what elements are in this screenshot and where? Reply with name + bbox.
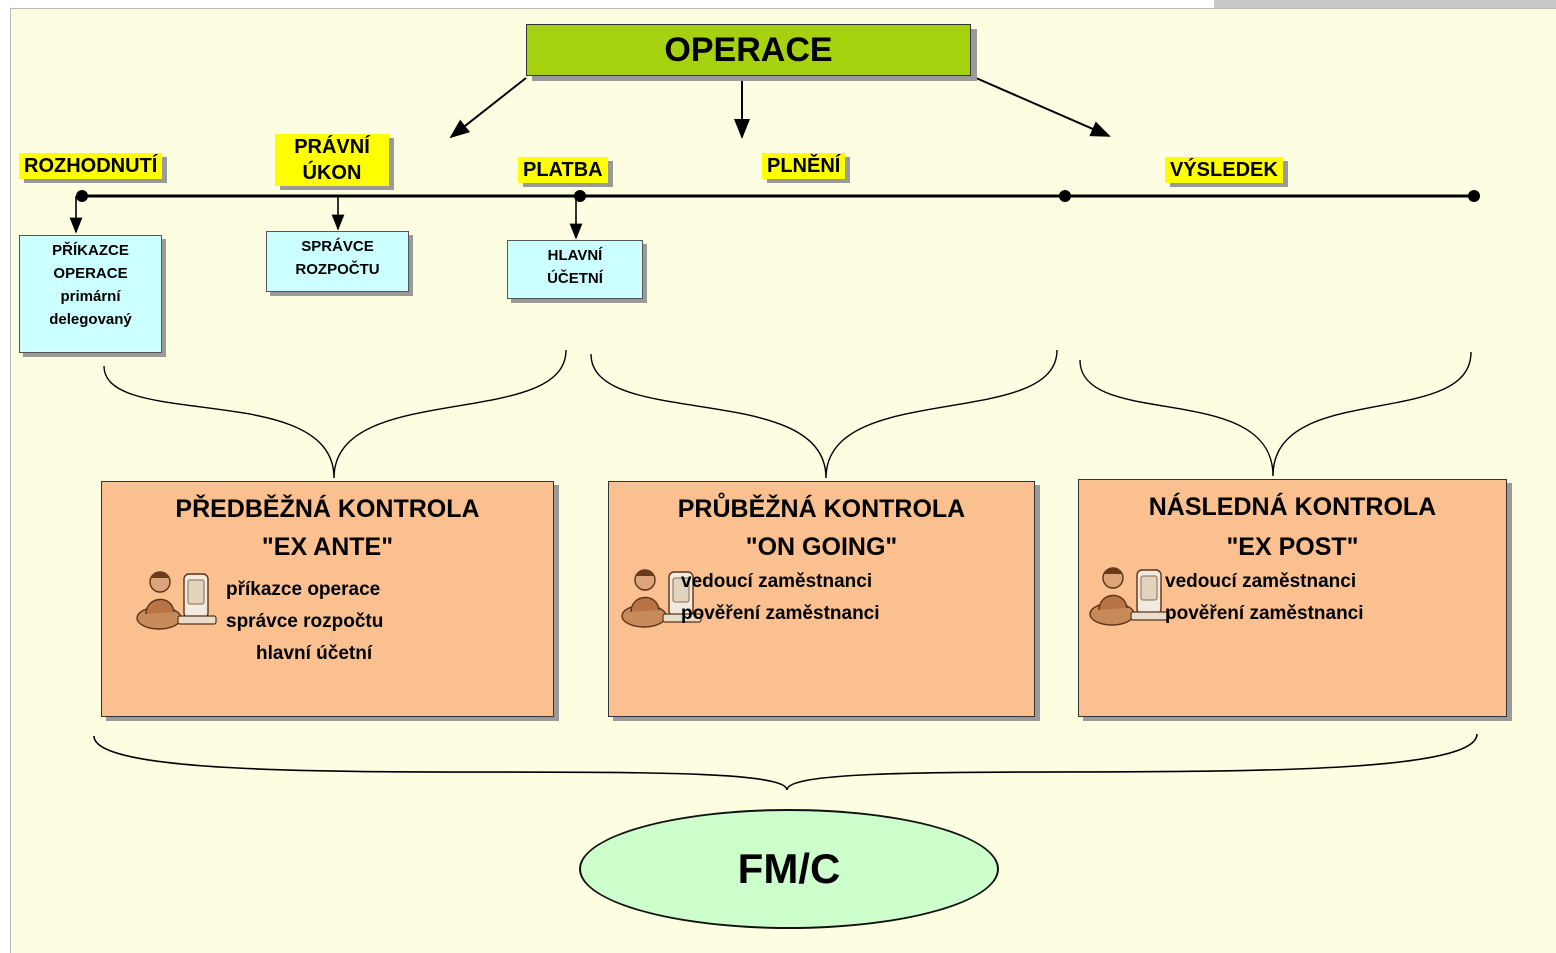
tag-pravni-ukon-line1: PRÁVNÍ — [294, 136, 370, 158]
tag-pravni-ukon: PRÁVNÍ ÚKON — [275, 134, 389, 186]
role-line: pověření zaměstnanci — [681, 603, 880, 624]
control-box-ex-ante: PŘEDBĚŽNÁ KONTROLA "EX ANTE" příkazce op… — [101, 481, 554, 717]
actor-prikazce-operace: PŘÍKAZCE OPERACE primární delegovaný — [19, 235, 162, 353]
tag-vysledek: VÝSLEDEK — [1165, 157, 1283, 183]
person-at-computer-icon — [1089, 567, 1170, 626]
actor-prikazce-line1: PŘÍKAZCE — [52, 242, 129, 259]
tag-plneni: PLNĚNÍ — [762, 153, 846, 179]
fmc-ellipse: FM/C — [579, 809, 999, 929]
role-line: hlavní účetní — [256, 643, 373, 664]
corner-bar — [1214, 0, 1556, 8]
control-title: PŘEDBĚŽNÁ KONTROLA — [175, 495, 480, 523]
actor-ucetni-line2: ÚČETNÍ — [547, 270, 603, 287]
role-line: vedoucí zaměstnanci — [1165, 571, 1357, 592]
actor-prikazce-line4: delegovaný — [49, 311, 132, 328]
control-roles: vedoucí zaměstnanci pověření zaměstnanci — [1165, 566, 1364, 630]
timeline-dot-end — [1468, 190, 1480, 202]
role-line: správce rozpočtu — [226, 611, 384, 632]
control-roles: vedoucí zaměstnanci pověření zaměstnanci — [681, 566, 880, 630]
person-at-computer-icon — [136, 571, 217, 630]
role-line: vedoucí zaměstnanci — [681, 571, 873, 592]
actor-spravce-rozpoctu: SPRÁVCE ROZPOČTU — [266, 231, 409, 292]
control-subtitle: "ON GOING" — [745, 533, 898, 561]
timeline-dot-platba — [574, 190, 586, 202]
control-title: PRŮBĚŽNÁ KONTROLA — [677, 495, 966, 523]
tag-platba: PLATBA — [518, 157, 608, 183]
actor-hlavni-ucetni: HLAVNÍ ÚČETNÍ — [507, 240, 643, 299]
actor-spravce-line2: ROZPOČTU — [295, 261, 380, 278]
brace-fmc — [93, 733, 1478, 791]
operace-box: OPERACE — [526, 24, 971, 76]
person-at-computer-icon — [621, 569, 702, 628]
actor-ucetni-line1: HLAVNÍ — [547, 247, 603, 264]
tag-rozhodnuti: ROZHODNUTÍ — [19, 153, 163, 179]
control-title: NÁSLEDNÁ KONTROLA — [1148, 493, 1437, 521]
control-box-ex-post: NÁSLEDNÁ KONTROLA "EX POST" vedoucí zamě… — [1078, 479, 1507, 717]
arrow-to-pravni-ukon — [449, 77, 527, 139]
control-box-on-going: PRŮBĚŽNÁ KONTROLA "ON GOING" vedoucí zam… — [608, 481, 1035, 717]
brace-ex-post — [1079, 351, 1472, 477]
control-subtitle: "EX POST" — [1226, 533, 1359, 561]
actor-spravce-line1: SPRÁVCE — [301, 238, 374, 255]
control-subtitle: "EX ANTE" — [261, 533, 394, 561]
brace-on-going — [590, 349, 1058, 479]
actor-prikazce-line2: OPERACE — [53, 265, 128, 282]
role-line: příkazce operace — [226, 579, 381, 600]
brace-ex-ante — [103, 349, 567, 479]
timeline-dot-vysledek-start — [1059, 190, 1071, 202]
role-line: pověření zaměstnanci — [1165, 603, 1364, 624]
timeline-dot-rozhodnuti — [76, 190, 88, 202]
tag-pravni-ukon-line2: ÚKON — [302, 162, 362, 184]
control-roles: příkazce operace správce rozpočtu hlavní… — [226, 574, 383, 670]
arrow-to-vysledek — [975, 77, 1111, 137]
actor-prikazce-line3: primární — [60, 288, 121, 305]
